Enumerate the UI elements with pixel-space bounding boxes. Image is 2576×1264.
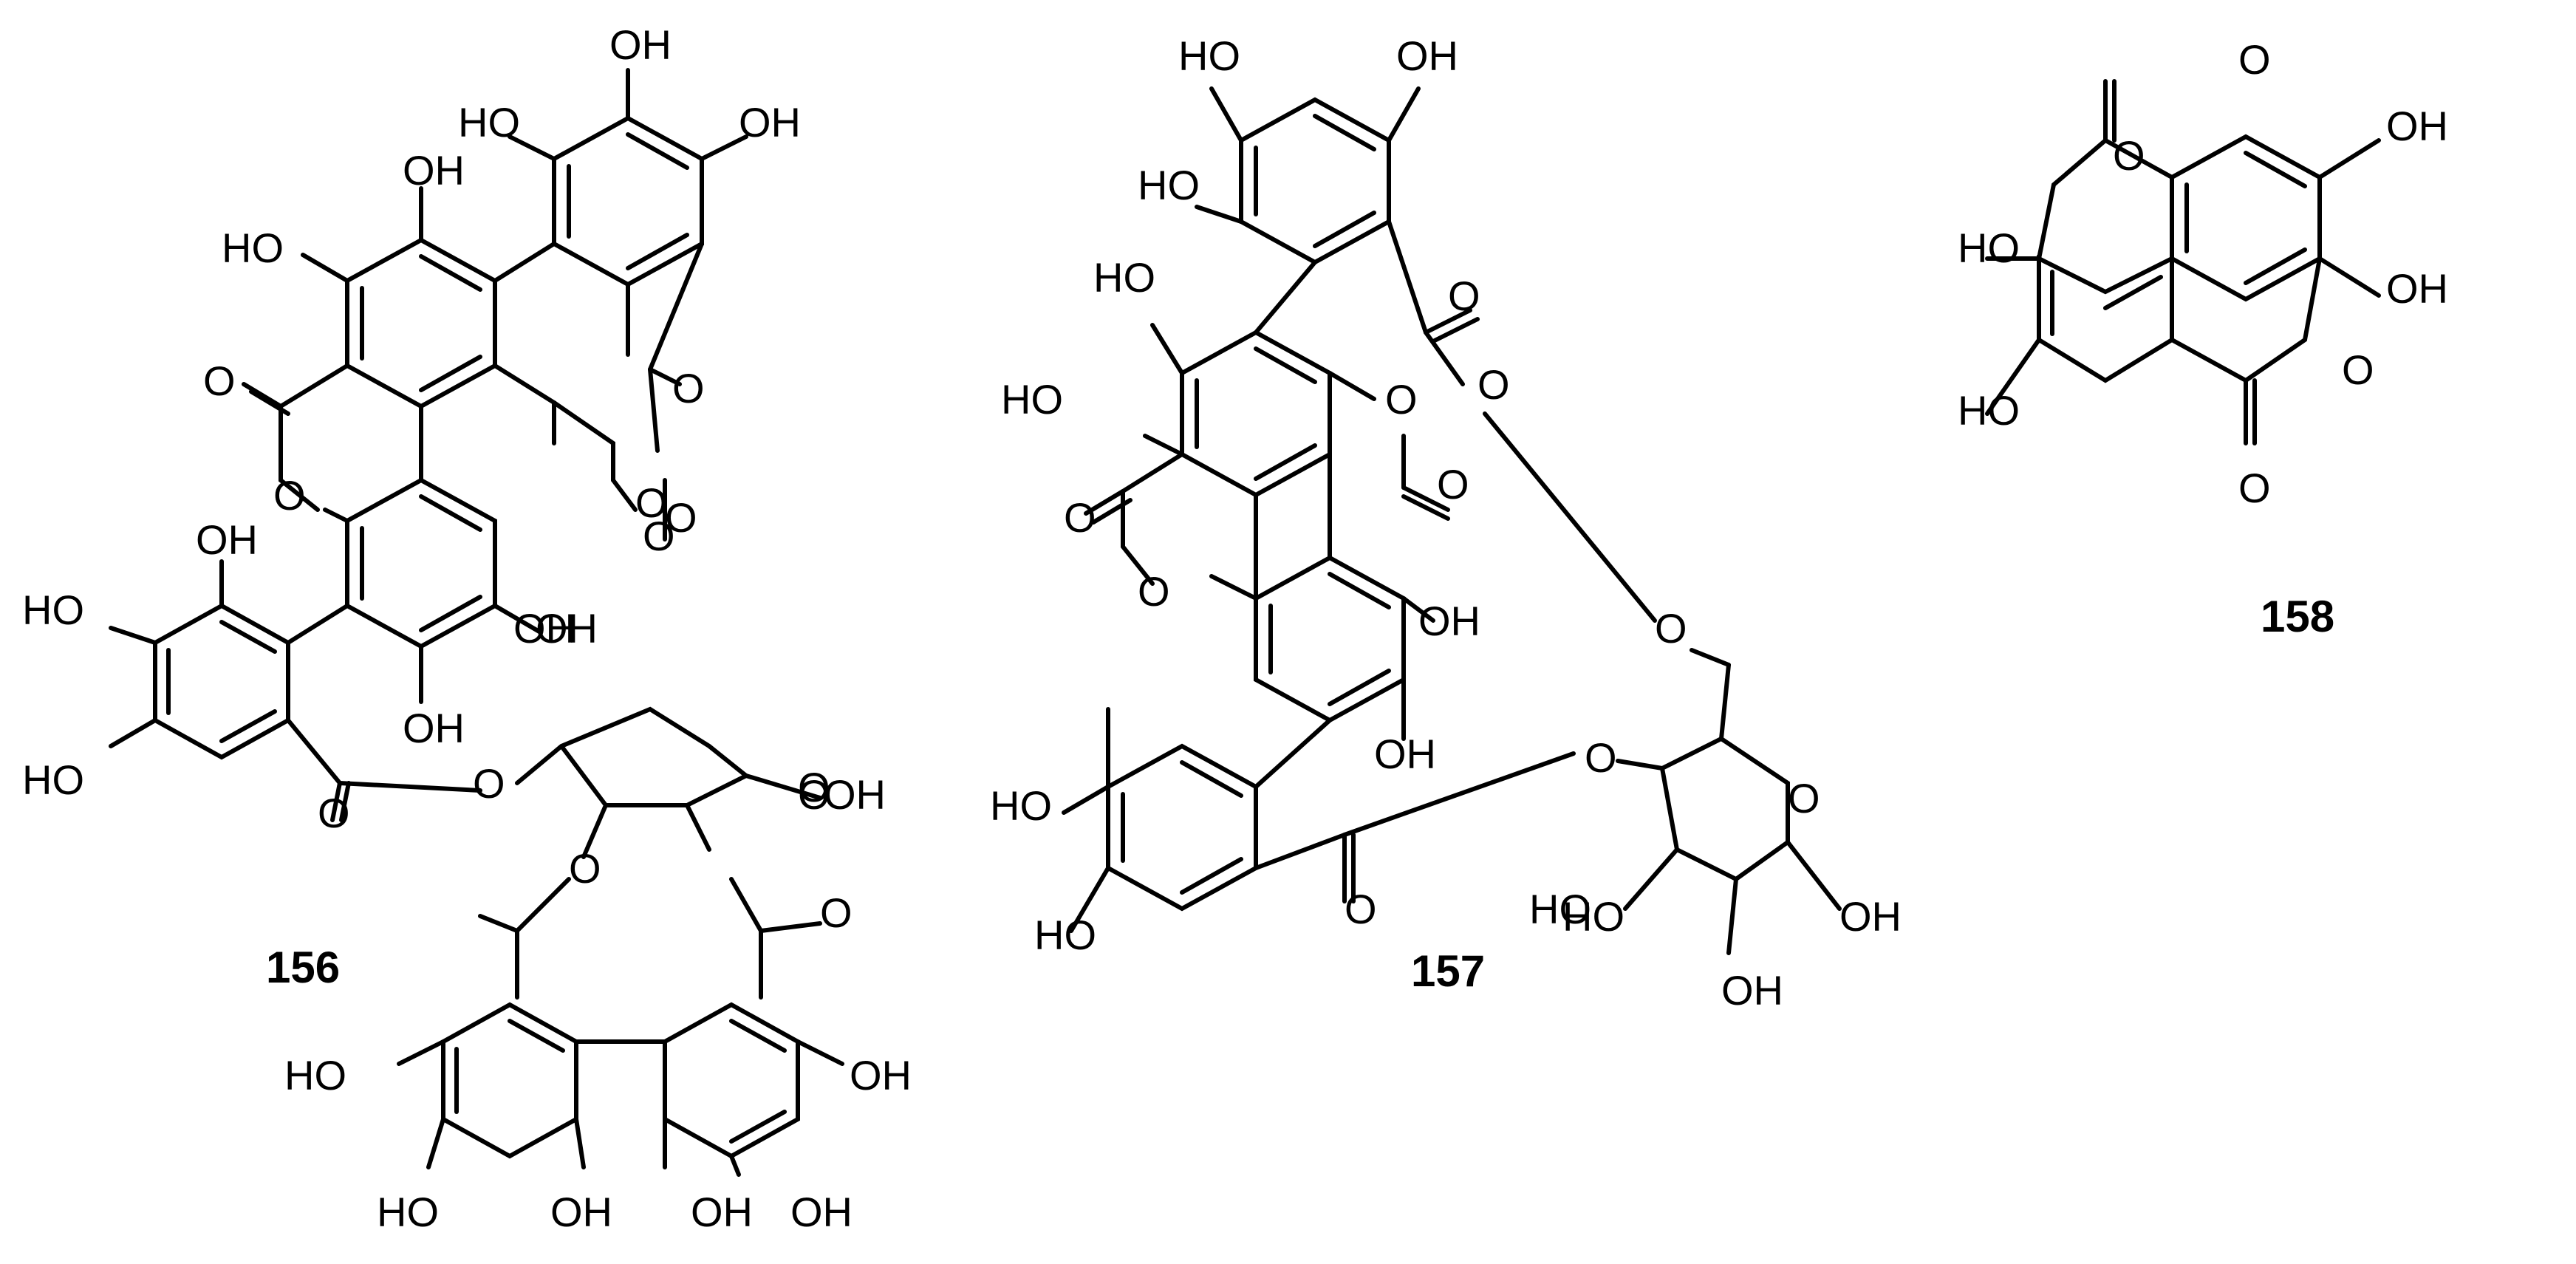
atom-label: OH — [1839, 893, 1902, 940]
atom-label: HO — [22, 756, 84, 803]
atom-label: OH — [2386, 103, 2448, 149]
ring-157-top-galloyl — [1195, 86, 1657, 623]
atom-label: OH — [2386, 265, 2448, 312]
atom-label: O — [1477, 361, 1510, 408]
compound-157 — [1062, 86, 1842, 955]
ring-156-top-galloyl — [508, 68, 748, 357]
compound-158 — [1985, 79, 2381, 445]
atom-label: OH — [536, 605, 598, 652]
atom-label: OH — [790, 1189, 853, 1235]
ring-156-lower — [323, 404, 541, 704]
atom-label: O — [635, 479, 668, 526]
atom-label: O — [643, 513, 675, 559]
atom-label: OH — [1418, 598, 1480, 644]
atom-label: HO — [222, 225, 284, 271]
compound-id-label: 156 — [266, 943, 340, 992]
atom-label: HO — [22, 587, 84, 633]
atom-label: HO — [1138, 162, 1200, 208]
atom-label: O — [1655, 605, 1687, 652]
atom-label: HO — [1001, 376, 1063, 423]
atom-label: HO — [1562, 893, 1624, 940]
atom-label: O — [820, 889, 853, 936]
atom-label: OH — [1396, 33, 1458, 79]
atom-label: O — [798, 771, 830, 818]
ring-157-glucose — [1616, 648, 1842, 955]
atom-label: O — [2342, 346, 2374, 393]
atom-label: HO — [1958, 387, 2020, 434]
atom-label: HO — [990, 782, 1052, 829]
ring-156-bottom — [397, 877, 844, 1177]
atom-label: O — [1345, 886, 1377, 932]
atom-label: OH — [550, 1189, 612, 1235]
atom-label: O — [1138, 568, 1170, 615]
atom-label: OH — [1721, 967, 1783, 1014]
atom-label: OH — [609, 21, 672, 68]
atom-label: O — [672, 365, 705, 411]
compound-156 — [109, 68, 844, 1177]
atom-label: OH — [513, 605, 575, 652]
atom-label: O — [273, 472, 306, 519]
atom-label: HO — [1958, 225, 2020, 271]
atom-label: OH — [739, 99, 801, 146]
atom-label: O — [665, 494, 697, 541]
atom-label: OH — [196, 516, 258, 563]
atom-label: HO — [458, 99, 520, 146]
atom-label: HO — [1529, 886, 1591, 932]
atom-label: O — [798, 764, 830, 810]
ring-157-lower — [1084, 452, 1435, 741]
atom-label: O — [1437, 461, 1469, 508]
compound-id-label: 157 — [1411, 946, 1485, 996]
atom-label: O — [1385, 376, 1418, 423]
ring-156-left-galloyl — [109, 559, 482, 822]
atom-label: O — [2113, 132, 2145, 179]
atom-label: O — [1585, 734, 1617, 781]
atom-label: O — [203, 358, 236, 404]
atom-label: O — [1064, 494, 1096, 541]
compound-ids: 156 157 158 — [266, 592, 2334, 996]
atom-label: O — [318, 790, 350, 836]
compound-id-label: 158 — [2261, 592, 2334, 641]
ring-156-glucose — [515, 706, 822, 859]
atom-label: HO — [1093, 254, 1155, 301]
atom-label: HO — [1034, 912, 1096, 958]
atom-label: O — [2238, 36, 2271, 83]
atom-label: HO — [1178, 33, 1240, 79]
atom-label: O — [1788, 775, 1820, 821]
atom-label: OH — [1374, 731, 1436, 777]
atom-label: O — [1448, 273, 1480, 319]
atom-label: OH — [691, 1189, 753, 1235]
atom-label: OH — [403, 147, 465, 194]
atom-label: OH — [403, 705, 465, 751]
atom-label: HO — [377, 1189, 439, 1235]
ring-156-lactone — [242, 242, 704, 542]
atom-label: OH — [824, 771, 886, 818]
ring-156-upper — [301, 186, 556, 409]
atom-label: O — [569, 845, 601, 892]
atom-label: OH — [850, 1052, 912, 1099]
ring-157-left-galloyl — [1062, 707, 1576, 933]
atom-label: O — [2238, 465, 2271, 511]
atom-label: O — [473, 760, 505, 807]
atom-label: HO — [284, 1052, 346, 1099]
ring-158-core — [1985, 79, 2381, 445]
